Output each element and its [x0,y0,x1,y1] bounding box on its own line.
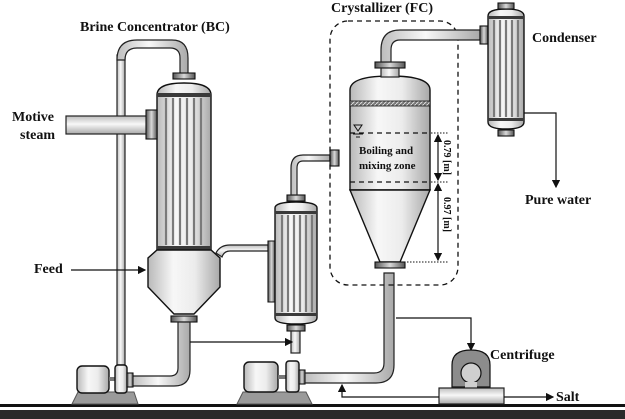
bc-top-flange [172,72,196,80]
fc-top-flange [374,61,406,69]
pump-2-casing [285,360,300,393]
crystallizer: Boiling and mixing zone 0.79 [m] 0.97 [m… [329,20,481,286]
centrifuge-label: Centrifuge [490,348,555,363]
brine-concentrator [65,39,269,387]
pump-1 [71,364,139,405]
salt-label: Salt [556,390,580,405]
pump-1-base [71,391,139,405]
feed-label: Feed [34,262,63,277]
crystallizer-label: Crystallizer (FC) [331,1,433,16]
condenser-label: Condenser [532,31,597,46]
ground-line [0,404,625,407]
fc-top-nozzle [380,67,400,78]
hx-to-crystallizer-pipe [290,154,331,196]
centrifuge-base [438,387,505,405]
pump-2-outlet [298,369,306,385]
condenser-lower-tubesheet [488,118,524,121]
centrate-return-arrow [337,383,439,398]
fc-bottom-flange [374,261,406,269]
crystallizer-boundary [329,20,459,286]
bc-bottom-outlet-pipe [131,321,191,387]
condenser-upper-tubesheet [488,16,524,19]
bc-tube-bundle [164,98,203,245]
centrifuge-drum [460,362,482,384]
pump-2-shaft [278,375,286,379]
hx-top-flange [286,194,306,202]
bc-lower-tubesheet [157,246,211,250]
bottom-bar [0,410,625,419]
condenser-inlet-flange [479,25,489,45]
heat-exchanger [267,149,340,354]
motive-steam-nozzle [145,109,158,140]
bc-upper-tubesheet [157,93,211,97]
motive-steam-pipe [65,115,149,135]
liquid-level-symbol [353,124,363,132]
pump-1-shaft [109,377,115,381]
dim-lower-label: 0.97 [m] [441,197,452,232]
pump-1-casing [114,364,128,394]
condenser [479,2,525,137]
centrifuge [438,349,505,405]
pure-water-arrow [524,112,561,189]
fc-vapor-to-condenser-pipe [380,29,481,63]
boiling-zone-label-2: mixing zone [359,160,416,172]
pump-2 [236,360,313,405]
pump-1-motor [76,365,110,394]
condenser-tube-bundle [492,20,520,117]
bc-sump-cone [147,249,221,315]
bc-top-return-pipe [116,39,189,75]
condenser-bottom-flange [497,129,515,137]
boiling-zone-label-1: Boiling and [359,145,413,157]
motive-steam-label-2: steam [20,128,55,143]
bc-vapor-pipe [215,244,269,258]
fc-cone [348,189,432,263]
fc-demister [349,100,431,107]
pump-1-outlet [126,372,134,388]
hx-upper-tubesheet [275,211,317,214]
hx-bottom-pipe [290,330,301,354]
condenser-top-flange [497,2,515,10]
centrifuge-neck [465,382,477,388]
bc-bottom-flange [170,315,198,323]
brine-concentrator-label: Brine Concentrator (BC) [80,20,230,35]
hx-side-nozzle [267,240,276,303]
pump-2-motor [243,361,279,393]
motive-steam-label-1: Motive [12,110,54,125]
hx-tube-bundle [280,215,314,312]
hx-bottom-flange [286,324,306,332]
pure-water-label: Pure water [525,193,591,208]
dim-upper-label: 0.79 [m] [441,140,452,175]
crystallizer-to-centrifuge-arrow [396,317,476,352]
pump-2-base [236,391,313,405]
pump-2-discharge-pipe [304,272,395,384]
hx-lower-tubesheet [275,313,317,316]
fc-side-inlet-flange [329,149,340,167]
bc-recirc-riser-pipe [116,54,126,366]
